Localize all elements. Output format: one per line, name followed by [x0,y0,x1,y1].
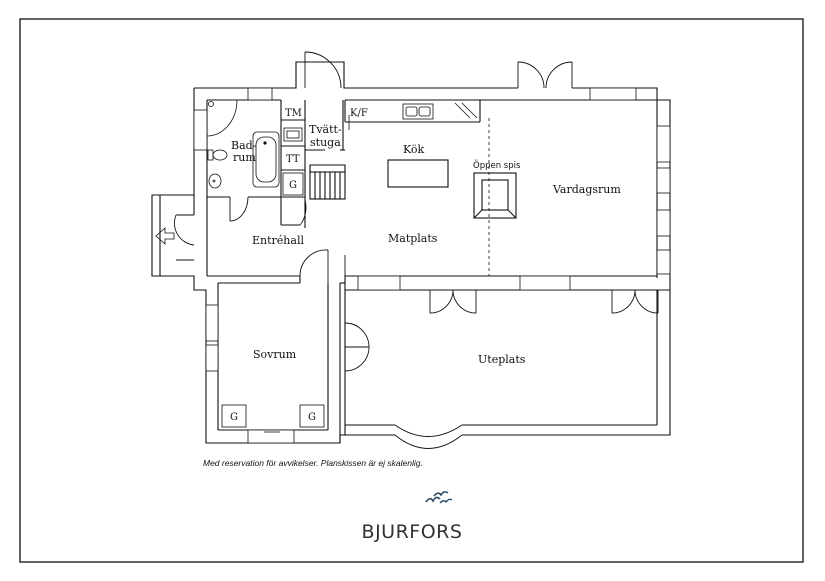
label-badrum-1: Bad- [231,139,257,152]
brand-name: BJURFORS [361,521,463,543]
label-tvattstuga-1: Tvätt- [309,123,342,136]
windows [193,87,671,444]
label-kf: K/F [350,108,368,119]
birds-icon [425,491,453,504]
bathroom-fixtures [155,99,478,245]
doors [174,51,659,449]
label-tm: TM [285,108,302,119]
label-uteplats: Uteplats [478,353,526,366]
label-tvattstuga-2: stuga [310,136,341,149]
shower-corner [206,99,238,137]
label-vardagsrum: Vardagsrum [552,183,621,196]
label-matplats: Matplats [388,232,438,245]
label-g-sovrum-left: G [230,412,238,423]
disclaimer-text: Med reservation för avvikelser. Planskis… [203,458,423,468]
sink-icon [208,173,222,189]
toilet-icon [212,149,228,161]
label-oppen-spis: Öppen spis [473,160,521,171]
label-badrum-2: rum [233,151,256,164]
label-entrehall: Entréhall [252,234,304,247]
label-tt: TT [286,154,300,165]
closets [221,172,325,428]
bathtub [252,131,280,188]
page-frame [19,18,804,563]
kitchen-sink-icon [402,103,434,120]
label-kok: Kök [403,143,425,156]
label-g-sovrum-right: G [308,412,316,423]
label-g-hall: G [289,180,297,191]
entrance-arrow-icon [155,227,175,245]
label-sovrum: Sovrum [253,348,297,361]
brand-logo: BJURFORS [360,491,464,543]
